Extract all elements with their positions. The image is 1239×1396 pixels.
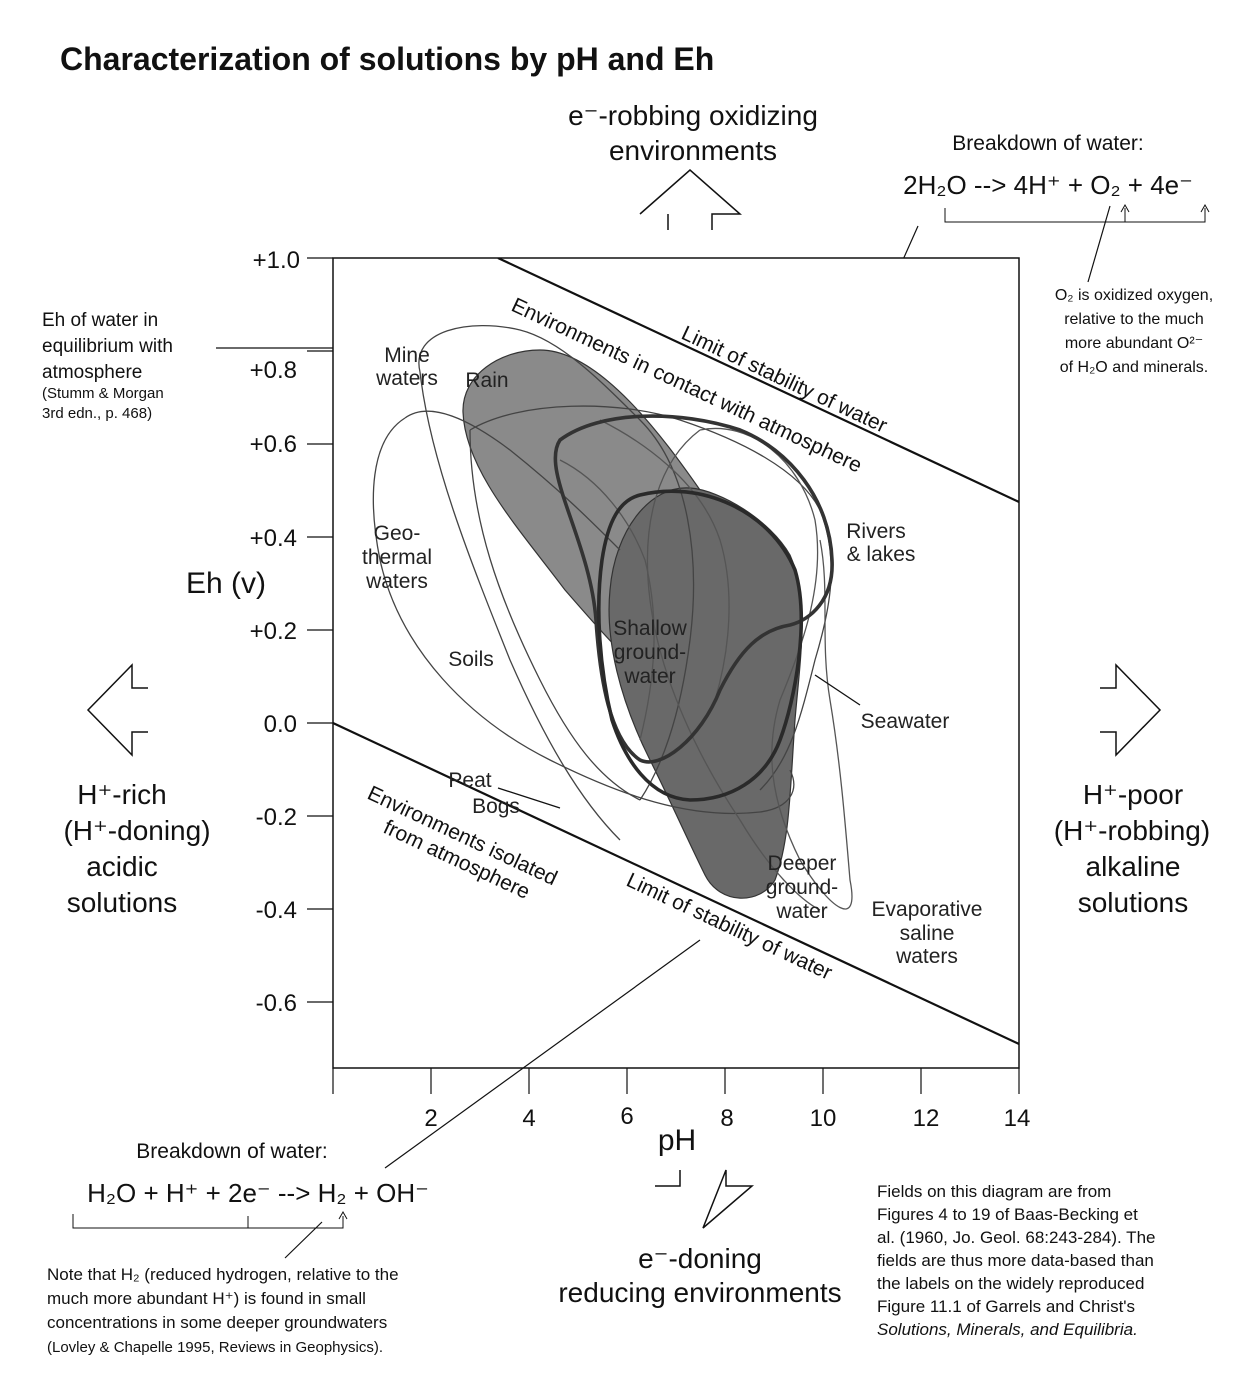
h2-note-line3: concentrations in some deeper groundwate… bbox=[47, 1313, 387, 1332]
deeper-label-line2: ground- bbox=[766, 876, 838, 899]
seawater-leader bbox=[814, 674, 861, 706]
bottom-breakdown-heading: Breakdown of water: bbox=[136, 1140, 327, 1163]
peat-leader bbox=[497, 787, 561, 809]
deeper-label-line1: Deeper bbox=[768, 852, 837, 875]
h2-note-line2: much more abundant H⁺) is found in small bbox=[47, 1289, 366, 1308]
evaporative-label-line1: Evaporative bbox=[872, 898, 983, 921]
shallow-groundwater-outline bbox=[597, 489, 804, 802]
upper-stability-line bbox=[497, 258, 1019, 503]
source-note-line7: Solutions, Minerals, and Equilibria. bbox=[877, 1320, 1138, 1339]
y-tick-label: +0.6 bbox=[250, 431, 297, 458]
deeper-label-line3: water bbox=[775, 900, 827, 923]
source-note-line5: the labels on the widely reproduced bbox=[877, 1274, 1144, 1293]
y-tick-label: 0.0 bbox=[264, 711, 297, 738]
x-axis: 2 4 6 8 10 12 14 bbox=[332, 1068, 1031, 1132]
bottom-breakdown-equation: H₂O + H⁺ + 2e⁻ --> H₂ + OH⁻ bbox=[87, 1178, 429, 1208]
x-tick-label: 4 bbox=[522, 1105, 535, 1132]
right-label-line1: H⁺-poor bbox=[1083, 779, 1183, 810]
geothermal-label-line3: waters bbox=[365, 570, 428, 593]
shallow-label-line1: Shallow bbox=[613, 617, 687, 640]
x-tick-label: 6 bbox=[620, 1103, 633, 1130]
atm-note-line2: equilibrium with bbox=[42, 336, 173, 357]
y-tick-label: +0.8 bbox=[250, 357, 297, 384]
mine-waters-outline bbox=[418, 324, 695, 801]
h2-note-leader bbox=[284, 1221, 323, 1259]
top-breakdown-heading: Breakdown of water: bbox=[952, 132, 1143, 155]
y-axis: +1.0 +0.8 +0.6 +0.4 +0.2 0.0 -0.2 -0.4 -… bbox=[250, 247, 333, 1017]
top-breakdown-equation: 2H₂O --> 4H⁺ + O₂ + 4e⁻ bbox=[903, 170, 1193, 200]
right-arrow-icon bbox=[1100, 663, 1162, 757]
y-tick-label: -0.4 bbox=[256, 897, 297, 924]
mine-label-line2: waters bbox=[375, 367, 438, 390]
down-label-line2: reducing environments bbox=[558, 1277, 841, 1308]
up-arrow-icon bbox=[639, 169, 742, 230]
y-tick-label: +1.0 bbox=[253, 247, 300, 274]
x-tick-label: 2 bbox=[424, 1105, 437, 1132]
x-tick-label: 10 bbox=[810, 1105, 837, 1132]
x-tick-label: 12 bbox=[913, 1105, 940, 1132]
soils-label: Soils bbox=[448, 648, 494, 671]
shallow-label-line2: ground- bbox=[614, 641, 686, 664]
left-arrow-icon bbox=[86, 663, 148, 757]
left-label-line4: solutions bbox=[67, 887, 178, 918]
evaporative-outline bbox=[699, 427, 853, 910]
geothermal-label-line1: Geo- bbox=[374, 522, 421, 545]
o2-note-line4: of H₂O and minerals. bbox=[1060, 359, 1209, 376]
evaporative-label-line3: waters bbox=[895, 945, 958, 968]
atm-note-ref1: (Stumm & Morgan bbox=[42, 385, 164, 402]
y-axis-title: Eh (v) bbox=[186, 567, 266, 600]
seawater-label: Seawater bbox=[861, 710, 950, 733]
atm-note-line1: Eh of water in bbox=[42, 310, 158, 331]
evaporative-label-line2: saline bbox=[900, 922, 955, 945]
o2-note-line3: more abundant O²⁻ bbox=[1065, 335, 1203, 352]
geothermal-outline bbox=[372, 417, 795, 815]
up-label-line1: e⁻-robbing oxidizing bbox=[568, 100, 818, 131]
bottom-bracket-arrow-icon bbox=[338, 1210, 348, 1220]
y-tick-label: +0.4 bbox=[250, 525, 297, 552]
right-label-line3: alkaline bbox=[1086, 851, 1181, 882]
down-label-line1: e⁻-doning bbox=[638, 1243, 762, 1274]
peat-label-line1: Peat bbox=[448, 769, 491, 792]
lower-stability-line bbox=[333, 722, 1019, 1045]
equation-bracket-arrows-icon bbox=[1120, 203, 1210, 213]
right-label-line4: solutions bbox=[1078, 887, 1189, 918]
diagram-title: Characterization of solutions by pH and … bbox=[60, 41, 714, 77]
peat-label-line2: Bogs bbox=[472, 795, 520, 818]
source-note-line1: Fields on this diagram are from bbox=[877, 1182, 1111, 1201]
bottom-breakdown-leader bbox=[384, 939, 701, 1169]
shallow-label-line3: water bbox=[623, 665, 675, 688]
rivers-label-line1: Rivers bbox=[846, 520, 906, 543]
rain-label: Rain bbox=[465, 369, 508, 392]
atm-note-line3: atmosphere bbox=[42, 362, 142, 383]
h2-note-line4: (Lovley & Chapelle 1995, Reviews in Geop… bbox=[47, 1339, 383, 1356]
geothermal-label-line2: thermal bbox=[362, 546, 432, 569]
rivers-label-line2: & lakes bbox=[847, 543, 916, 566]
rivers-lakes-outline bbox=[553, 414, 834, 764]
x-tick-label: 8 bbox=[720, 1105, 733, 1132]
down-arrow-icon bbox=[655, 1169, 755, 1229]
source-note-line2: Figures 4 to 19 of Baas-Becking et bbox=[877, 1205, 1138, 1224]
h2-note-line1: Note that H₂ (reduced hydrogen, relative… bbox=[47, 1265, 399, 1284]
source-note-line4: fields are thus more data-based than bbox=[877, 1251, 1154, 1270]
left-label-line3: acidic bbox=[86, 851, 158, 882]
x-axis-title: pH bbox=[658, 1124, 696, 1157]
o2-note-line2: relative to the much bbox=[1064, 311, 1204, 328]
source-note-line3: al. (1960, Jo. Geol. 68:243-284). The bbox=[877, 1228, 1155, 1247]
plot-area bbox=[333, 258, 1019, 1045]
right-label-line2: (H⁺-robbing) bbox=[1054, 815, 1210, 846]
y-tick-label: +0.2 bbox=[250, 618, 297, 645]
atm-note-ref2: 3rd edn., p. 468) bbox=[42, 405, 152, 422]
y-tick-label: -0.6 bbox=[256, 990, 297, 1017]
source-note-line6: Figure 11.1 of Garrels and Christ's bbox=[877, 1297, 1135, 1316]
y-tick-label: -0.2 bbox=[256, 804, 297, 831]
x-tick-label: 14 bbox=[1004, 1105, 1031, 1132]
o2-note-leader bbox=[1087, 205, 1111, 283]
left-label-line2: (H⁺-doning) bbox=[63, 815, 210, 846]
mine-label-line1: Mine bbox=[384, 344, 430, 367]
o2-note-line1: O₂ is oxidized oxygen, bbox=[1055, 287, 1213, 304]
up-label-line2: environments bbox=[609, 135, 777, 166]
left-label-line1: H⁺-rich bbox=[77, 779, 166, 810]
